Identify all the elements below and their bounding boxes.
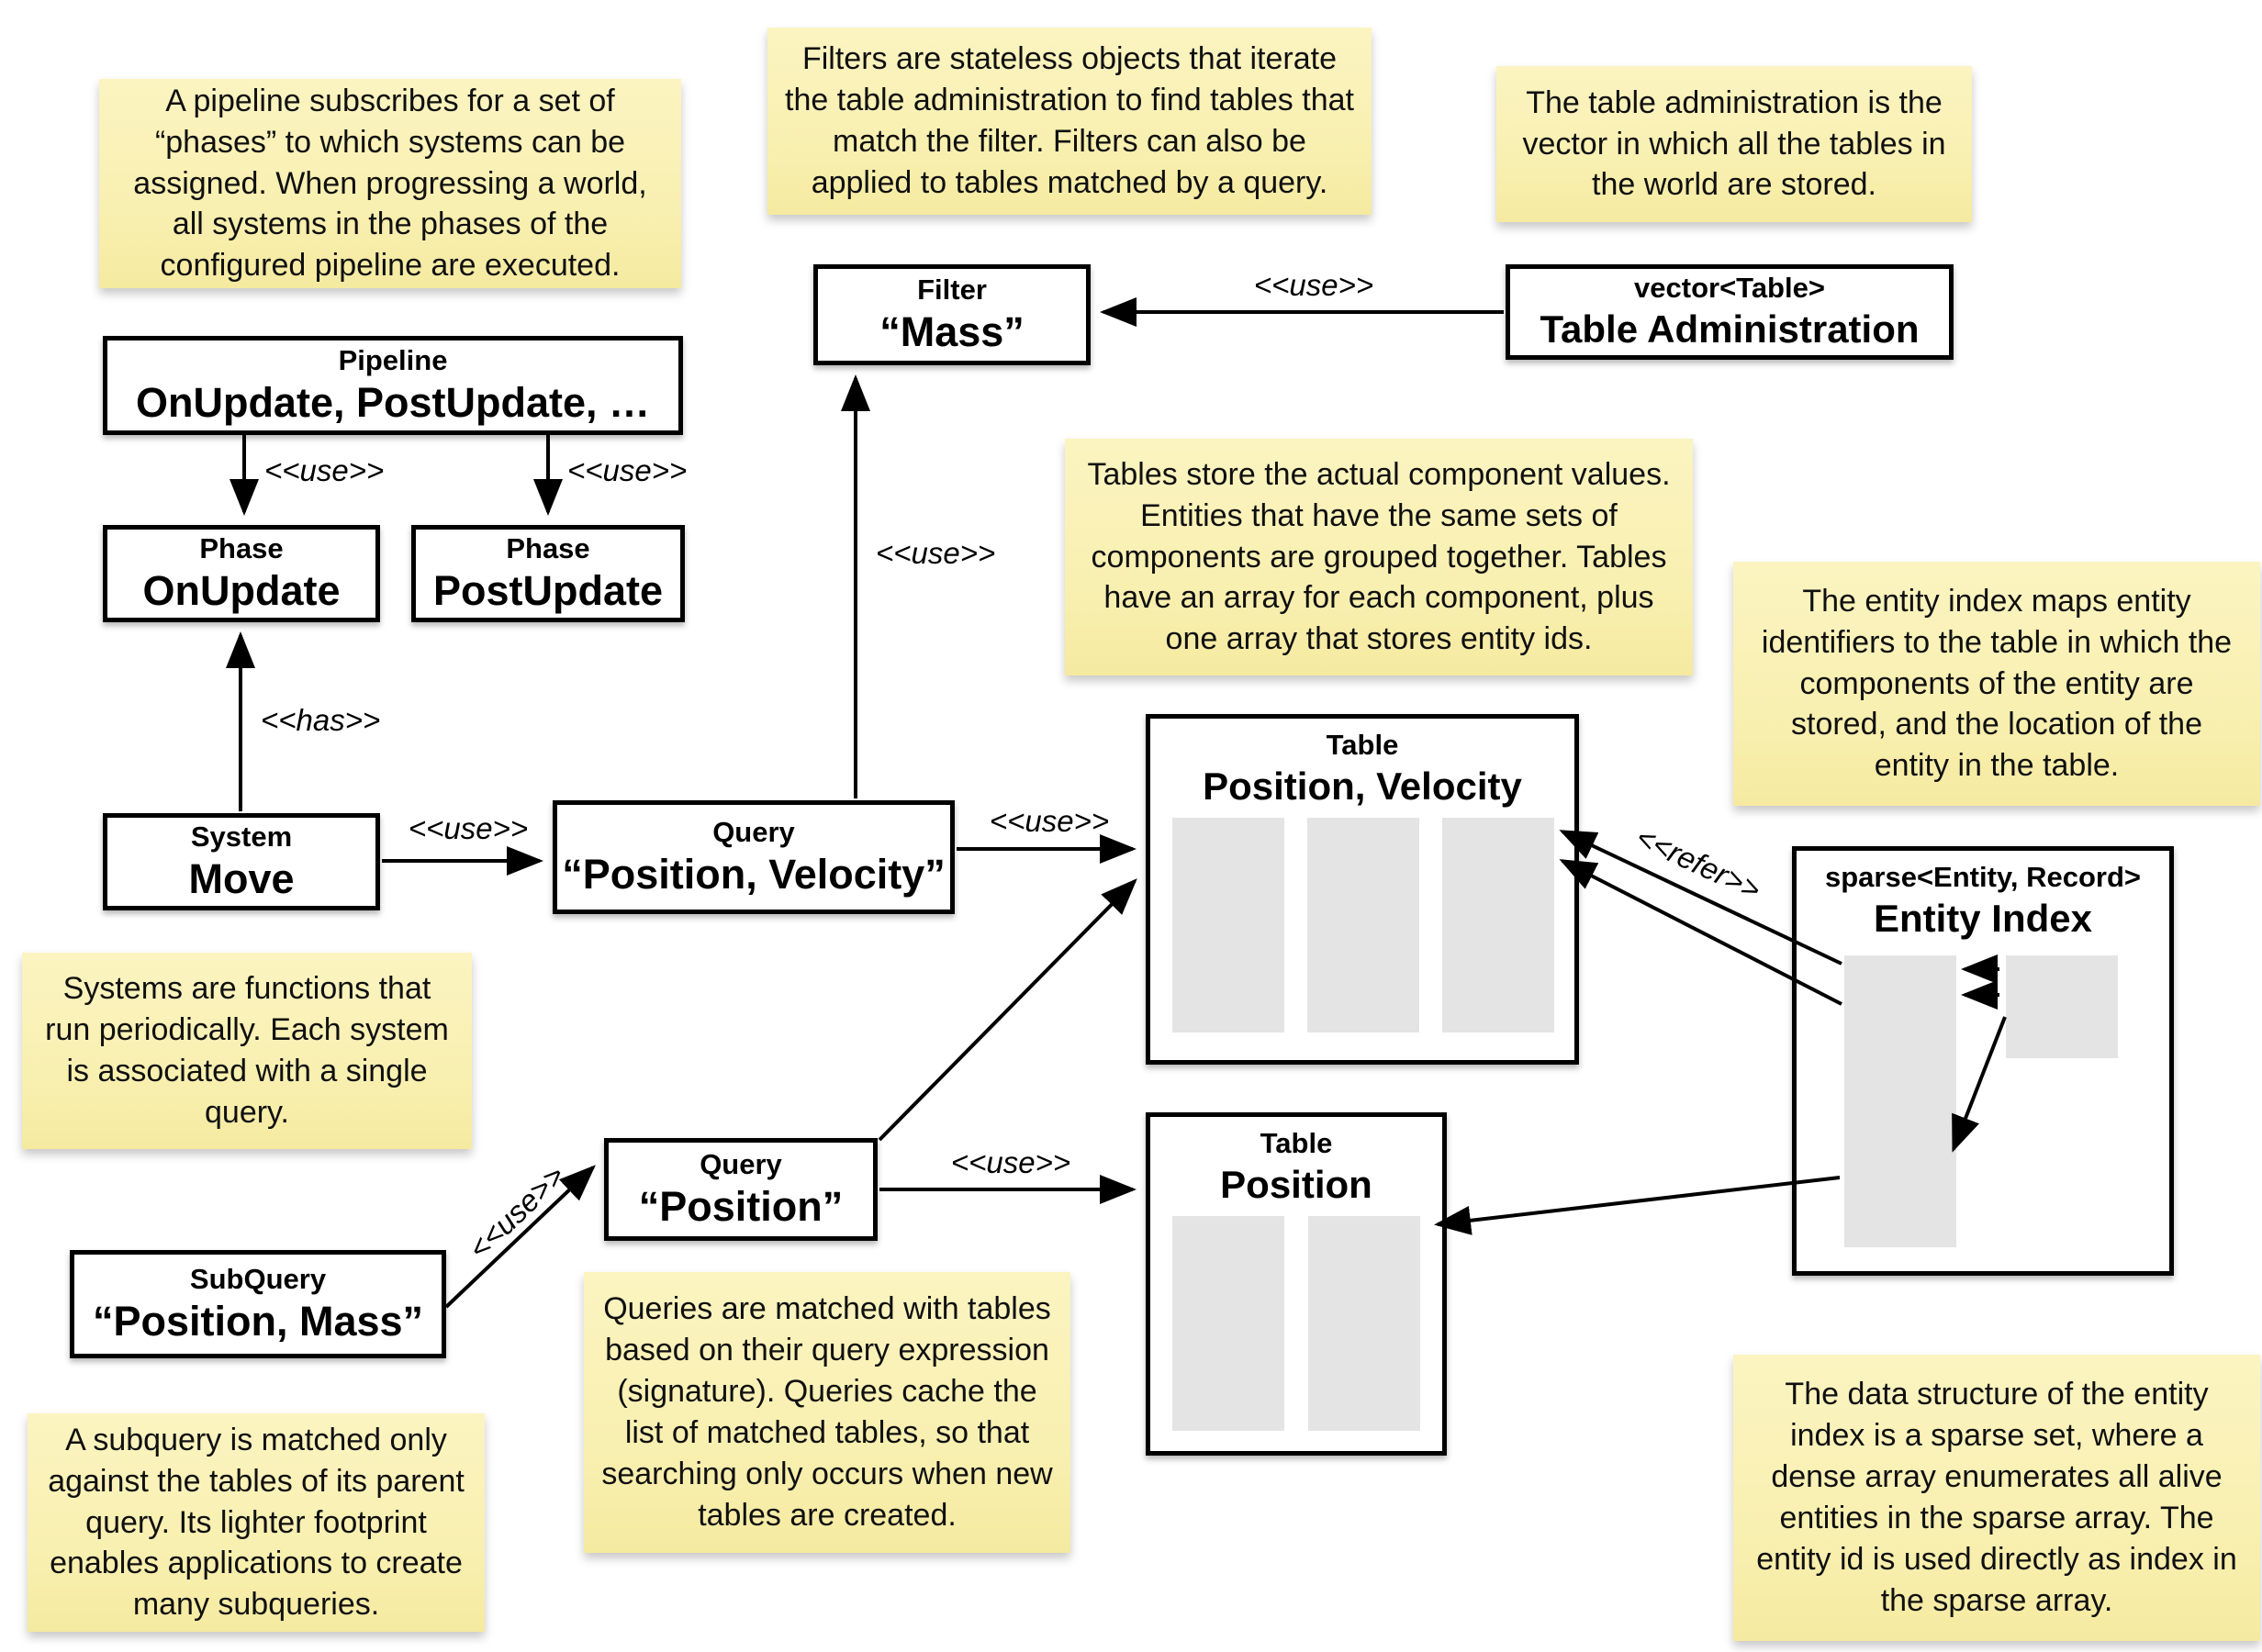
query-position-node: Query “Position” <box>604 1138 878 1241</box>
table-position-velocity-node: Table Position, Velocity <box>1146 714 1579 1065</box>
phase-postupdate-node-type: Phase <box>506 531 590 564</box>
use-label-query-tablepos: <<use>> <box>950 1145 1071 1179</box>
pipeline-node-name: OnUpdate, PostUpdate, … <box>135 379 651 427</box>
entity-index-node: sparse<Entity, Record> Entity Index <box>1792 846 2174 1276</box>
note-queries: Queries are matched with tables based on… <box>584 1272 1070 1553</box>
phase-postupdate-node-name: PostUpdate <box>432 567 664 615</box>
component-array <box>1307 818 1419 1032</box>
note-sparse-set-text: The data structure of the entity index i… <box>1756 1377 2237 1618</box>
note-filters-text: Filters are stateless objects that itera… <box>785 41 1354 200</box>
phase-onupdate-node-type: Phase <box>199 531 284 564</box>
edge-entityindex-tablepos <box>1434 1176 1841 1235</box>
subquery-node-type: SubQuery <box>189 1262 327 1295</box>
component-array <box>1172 1216 1284 1431</box>
table-position-node-type: Table <box>1260 1127 1333 1159</box>
use-label-query-filter: <<use>> <box>876 536 996 570</box>
note-subquery-text: A subquery is matched only against the t… <box>48 1422 465 1623</box>
system-move-node-type: System <box>190 820 293 853</box>
table-position-node-name: Position <box>1220 1162 1372 1206</box>
filter-mass-node-name: “Mass” <box>879 308 1025 356</box>
pipeline-node: Pipeline OnUpdate, PostUpdate, … <box>103 336 683 435</box>
subquery-node-name: “Position, Mass” <box>92 1298 424 1345</box>
table-administration-node-type: vector<Table> <box>1634 272 1825 305</box>
system-move-node: System Move <box>103 813 380 910</box>
table-position-node: Table Position <box>1146 1112 1447 1456</box>
sparse-array <box>1844 955 1956 1247</box>
table-position-velocity-node-name: Position, Velocity <box>1203 764 1522 808</box>
component-array <box>1172 818 1284 1032</box>
system-move-node-name: Move <box>188 855 295 903</box>
phase-postupdate-node: Phase PostUpdate <box>411 525 685 622</box>
note-sparse-set: The data structure of the entity index i… <box>1733 1355 2260 1641</box>
query-position-velocity-node-name: “Position, Velocity” <box>562 851 946 899</box>
table-administration-node-name: Table Administration <box>1540 307 1920 352</box>
note-entity-index-text: The entity index maps entity identifiers… <box>1761 583 2233 784</box>
note-entity-index: The entity index maps entity identifiers… <box>1733 562 2260 806</box>
query-position-node-name: “Position” <box>638 1183 844 1231</box>
note-table-admin-text: The table administration is the vector i… <box>1522 84 1946 203</box>
refer-label-entityindex-table: <<refer>> <box>1630 820 1766 907</box>
entity-index-node-type: sparse<Entity, Record> <box>1824 861 2141 893</box>
dense-array <box>2006 955 2118 1058</box>
pipeline-node-type: Pipeline <box>338 343 448 376</box>
use-label-query-tablepv: <<use>> <box>989 804 1110 838</box>
query-position-node-type: Query <box>700 1147 782 1180</box>
table-administration-node: vector<Table> Table Administration <box>1506 264 1954 360</box>
use-label-admin-filter: <<use>> <box>1253 268 1374 302</box>
note-pipeline: A pipeline subscribes for a set of “phas… <box>99 79 681 288</box>
use-label-pipeline-onupdate: <<use>> <box>264 453 385 487</box>
note-systems-text: Systems are functions that run periodica… <box>45 971 449 1130</box>
note-tables-text: Tables store the actual component values… <box>1087 456 1671 657</box>
query-position-velocity-node: Query “Position, Velocity” <box>553 800 955 914</box>
component-array <box>1442 818 1554 1032</box>
query-position-velocity-node-type: Query <box>712 815 795 848</box>
phase-onupdate-node-name: OnUpdate <box>142 567 341 615</box>
edge-querypos-tablepv <box>878 878 1137 1142</box>
has-label-system-phase: <<has>> <box>261 703 381 737</box>
component-array <box>1308 1216 1420 1431</box>
entity-index-node-name: Entity Index <box>1873 896 2093 940</box>
note-filters: Filters are stateless objects that itera… <box>767 28 1372 215</box>
subquery-node: SubQuery “Position, Mass” <box>70 1250 446 1358</box>
note-pipeline-text: A pipeline subscribes for a set of “phas… <box>133 83 647 284</box>
use-label-system-query: <<use>> <box>408 811 529 845</box>
filter-mass-node: Filter “Mass” <box>813 264 1091 365</box>
use-label-pipeline-postupdate: <<use>> <box>567 453 688 487</box>
note-table-admin: The table administration is the vector i… <box>1496 66 1972 222</box>
phase-onupdate-node: Phase OnUpdate <box>103 525 380 622</box>
note-subquery: A subquery is matched only against the t… <box>28 1413 485 1632</box>
filter-mass-node-type: Filter <box>917 273 987 306</box>
table-position-velocity-node-type: Table <box>1326 729 1399 761</box>
use-label-subquery-query: <<use>> <box>461 1158 572 1267</box>
note-tables: Tables store the actual component values… <box>1065 439 1693 675</box>
note-queries-text: Queries are matched with tables based on… <box>601 1291 1053 1533</box>
note-systems: Systems are functions that run periodica… <box>22 953 472 1149</box>
